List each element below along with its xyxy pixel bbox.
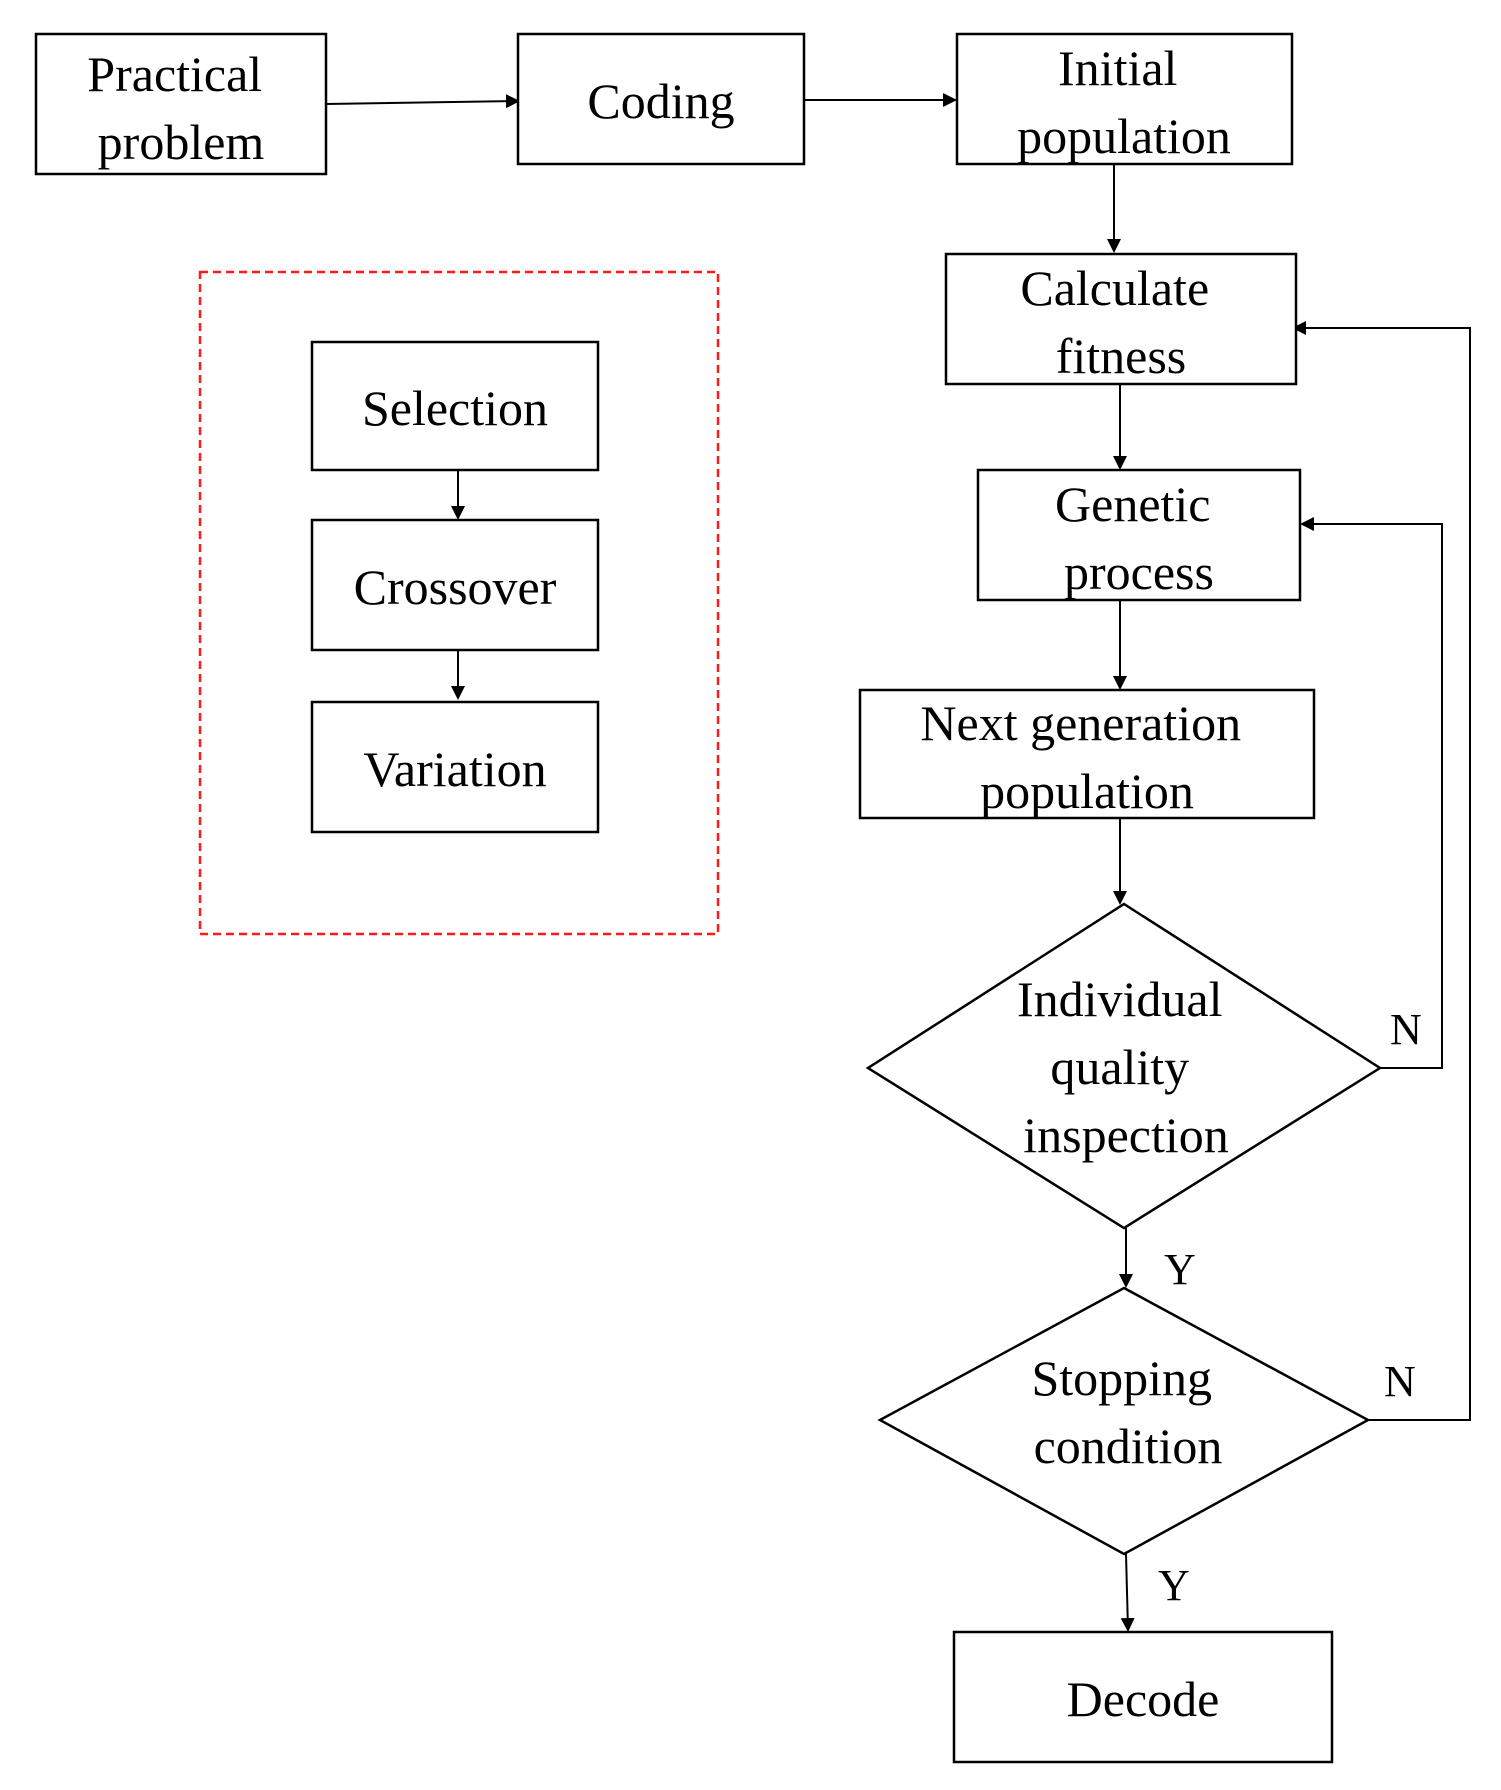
quality-inspection-line-3: inspection xyxy=(1023,1107,1229,1163)
genetic-process-box xyxy=(976,468,1302,602)
genetic-operators-group xyxy=(198,270,720,936)
coding-label: Coding xyxy=(587,73,734,129)
quality-inspection-diamond xyxy=(865,902,1383,1230)
quality-no-label: N xyxy=(1390,1005,1422,1054)
edge-stopping-yes-to-decode xyxy=(1120,1553,1135,1632)
stopping-condition-line-1: Stopping xyxy=(1031,1350,1212,1406)
stopping-condition-line-2: condition xyxy=(1034,1418,1223,1474)
calculate-fitness-box xyxy=(944,252,1298,386)
coding-box xyxy=(516,32,806,166)
initial-population-box xyxy=(955,32,1294,166)
variation-label: Variation xyxy=(363,741,546,797)
initial-population-line-2: population xyxy=(1017,108,1231,164)
node-genetic-process: Genetic process xyxy=(976,468,1302,602)
edges xyxy=(325,93,1471,1632)
practical-problem-line-1: Practical xyxy=(87,46,262,102)
genetic-process-label: Genetic process xyxy=(1055,476,1223,600)
stopping-condition-label: Stopping condition xyxy=(1031,1350,1224,1474)
edge-stopping-no-to-fitness xyxy=(1292,321,1471,1421)
practical-problem-box xyxy=(34,32,328,176)
quality-inspection-line-2: quality xyxy=(1050,1039,1189,1095)
quality-inspection-label: Individual quality inspection xyxy=(1017,971,1235,1163)
node-calculate-fitness: Calculate fitness xyxy=(944,252,1298,386)
initial-population-line-1: Initial xyxy=(1058,40,1177,96)
node-crossover: Crossover xyxy=(310,518,600,652)
decode-line-1: Decode xyxy=(1067,1671,1220,1727)
node-decode: Decode xyxy=(952,1630,1334,1764)
selection-box xyxy=(310,340,600,472)
selection-line-1: Selection xyxy=(362,380,548,436)
calculate-fitness-line-2: fitness xyxy=(1056,328,1187,384)
selection-label: Selection xyxy=(362,380,548,436)
genetic-process-line-2: process xyxy=(1064,544,1214,600)
practical-problem-line-2: problem xyxy=(98,114,265,170)
initial-population-label: Initial population xyxy=(1017,40,1231,164)
decode-box xyxy=(952,1630,1334,1764)
variation-box xyxy=(310,700,600,834)
coding-line-1: Coding xyxy=(587,73,734,129)
decode-label: Decode xyxy=(1067,1671,1220,1727)
quality-yes-label: Y xyxy=(1164,1245,1196,1294)
stopping-yes-label: Y xyxy=(1158,1561,1190,1610)
edge-quality-no-to-genetic xyxy=(1300,517,1443,1069)
genetic-process-line-1: Genetic xyxy=(1055,476,1210,532)
stopping-condition-diamond xyxy=(877,1286,1371,1556)
stopping-no-label: N xyxy=(1384,1357,1416,1406)
crossover-label: Crossover xyxy=(354,559,557,615)
practical-problem-label: Practical problem xyxy=(87,46,274,170)
node-initial-population: Initial population xyxy=(955,32,1294,166)
next-generation-line-1: Next generation xyxy=(920,695,1241,751)
node-selection: Selection xyxy=(310,340,600,472)
variation-line-1: Variation xyxy=(363,741,546,797)
crossover-line-1: Crossover xyxy=(354,559,557,615)
node-practical-problem: Practical problem xyxy=(34,32,328,176)
node-variation: Variation xyxy=(310,700,600,834)
crossover-box xyxy=(310,518,600,652)
calculate-fitness-line-1: Calculate xyxy=(1020,260,1209,316)
next-generation-box xyxy=(858,688,1316,820)
next-generation-line-2: population xyxy=(980,763,1194,819)
node-quality-inspection: Individual quality inspection xyxy=(865,902,1383,1230)
node-next-generation: Next generation population xyxy=(858,688,1316,820)
node-stopping-condition: Stopping condition xyxy=(877,1286,1371,1556)
calculate-fitness-label: Calculate fitness xyxy=(1020,260,1221,384)
node-coding: Coding xyxy=(516,32,806,166)
next-generation-label: Next generation population xyxy=(920,695,1253,819)
quality-inspection-line-1: Individual xyxy=(1017,971,1223,1027)
edge-practical-to-coding xyxy=(325,94,520,109)
